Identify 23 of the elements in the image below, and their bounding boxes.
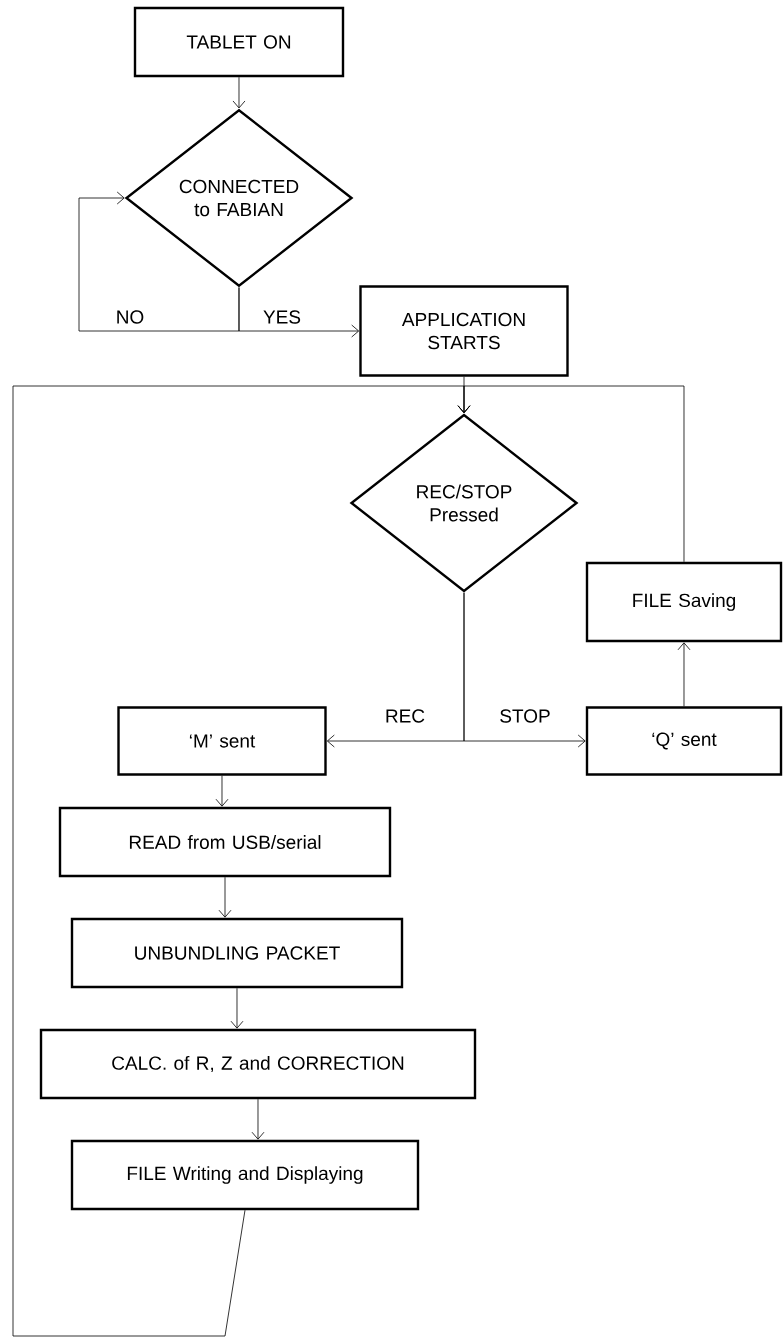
process-box: ‘M’ sent xyxy=(117,706,327,776)
arrow xyxy=(215,775,229,807)
arrow xyxy=(78,191,240,332)
arrow xyxy=(218,876,232,918)
edge-label: YES xyxy=(262,309,302,325)
arrow xyxy=(677,642,691,707)
arrow xyxy=(238,287,360,338)
process-box: ‘Q’ sent xyxy=(585,706,783,776)
process-box: CALC. of R, Z and CORRECTION xyxy=(39,1028,477,1100)
arrow xyxy=(12,385,471,1337)
edge-label: REC xyxy=(383,708,427,724)
arrow xyxy=(251,1098,265,1140)
arrow xyxy=(232,76,246,109)
process-box: READ from USB/serial xyxy=(58,806,392,878)
arrow xyxy=(230,987,244,1029)
process-box: FILE Writing and Displaying xyxy=(70,1139,420,1211)
edge-label: STOP xyxy=(498,708,552,724)
process-box: UNBUNDLING PACKET xyxy=(70,917,404,989)
arrow xyxy=(463,592,586,748)
edge-label: NO xyxy=(114,309,146,325)
process-box: TABLET ON xyxy=(133,6,345,78)
process-box: FILE Saving xyxy=(585,561,783,643)
process-box: APPLICATION STARTS xyxy=(359,285,569,377)
